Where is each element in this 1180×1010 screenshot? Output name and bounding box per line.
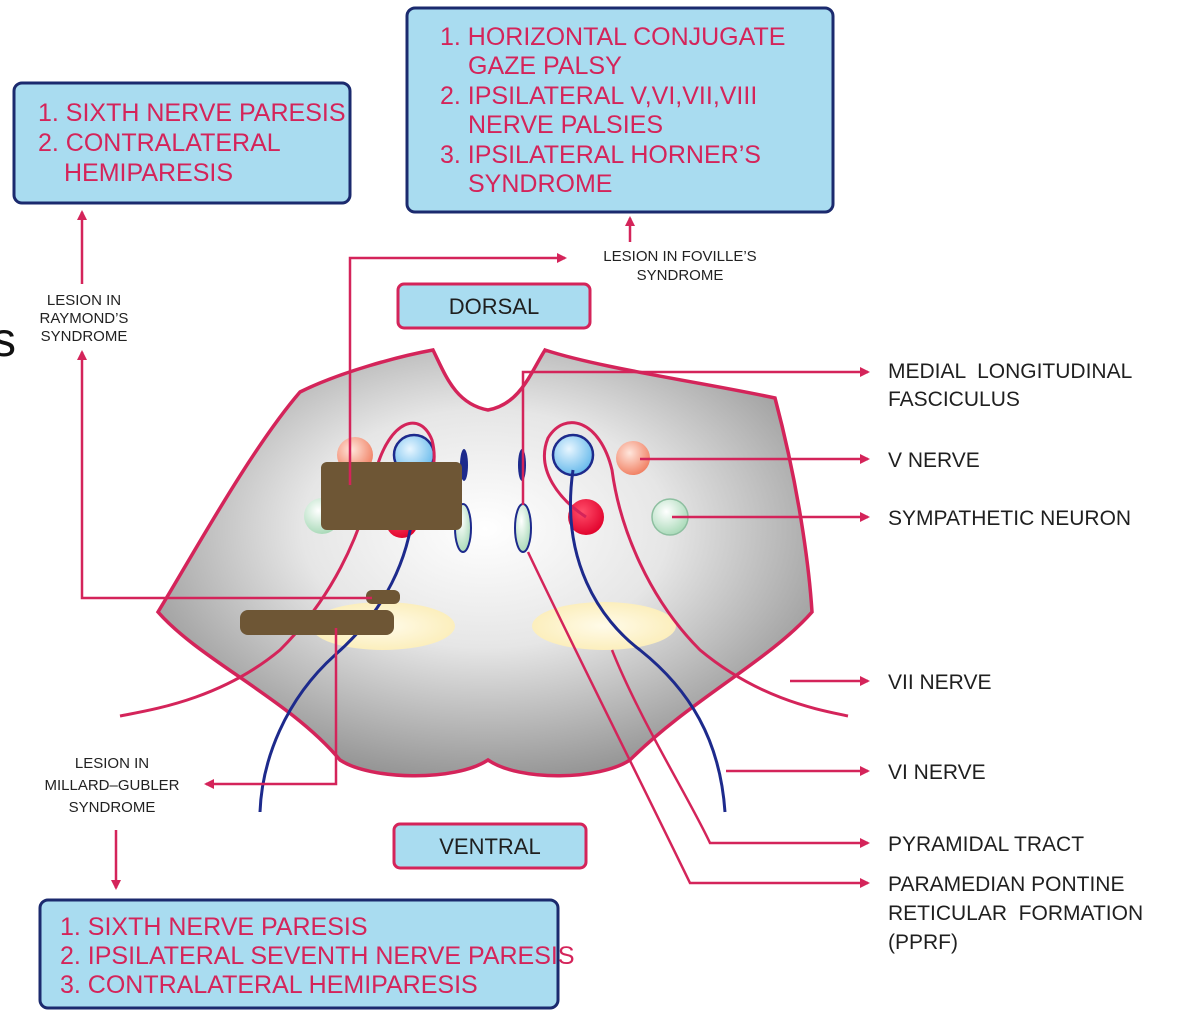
foville-box-line-5: 3. IPSILATERAL HORNER’S [440, 141, 761, 169]
foville-box-line-2: GAZE PALSY [468, 52, 622, 80]
raymond-box-line-3: HEMIPARESIS [64, 159, 233, 187]
raymond-box: 1. SIXTH NERVE PARESIS 2. CONTRALATERAL … [14, 83, 350, 203]
pyramid-right [532, 602, 676, 650]
millard-gubler-lesion [240, 610, 394, 635]
ventral-tag: VENTRAL [394, 824, 586, 868]
v-nerve-label: V NERVE [888, 449, 980, 472]
foville-box-line-3: 2. IPSILATERAL V,VI,VII,VIII [440, 82, 757, 110]
millard-box-line-3: 3. CONTRALATERAL HEMIPARESIS [60, 971, 478, 999]
cropped-glyph-lower: s [0, 314, 16, 367]
raymond-box-line-1: 1. SIXTH NERVE PARESIS [38, 99, 346, 127]
vii-nerve-label: VII NERVE [888, 671, 991, 694]
vi-nucleus-right [553, 435, 593, 475]
sympathetic-label: SYMPATHETIC NEURON [888, 507, 1131, 530]
vi-nerve-label: VI NERVE [888, 761, 986, 784]
millard-label-line-3: SYNDROME [69, 799, 156, 816]
dorsal-label: DORSAL [449, 294, 539, 319]
raymond-box-line-2: 2. CONTRALATERAL [38, 129, 281, 157]
millard-lesion-label: LESION IN MILLARD–GUBLER SYNDROME [44, 755, 179, 816]
raymond-label-line-2: RAYMOND’S [40, 310, 129, 327]
cropped-glyph-upper: l [0, 160, 1, 213]
raymond-label-line-1: LESION IN [47, 292, 121, 309]
foville-lesion [321, 462, 462, 530]
foville-label-line-1: LESION IN FOVILLE’S [603, 248, 756, 265]
mlf-right [515, 504, 531, 552]
pprf-label-line-3: (PPRF) [888, 931, 958, 954]
millard-label-line-2: MILLARD–GUBLER [44, 777, 179, 794]
pons-outline [158, 350, 812, 776]
pprf-label-line-1: PARAMEDIAN PONTINE [888, 873, 1124, 896]
raymond-label-line-3: SYNDROME [41, 328, 128, 345]
mlf-label-line-1: MEDIAL LONGITUDINAL [888, 360, 1132, 383]
millard-gubler-box: 1. SIXTH NERVE PARESIS 2. IPSILATERAL SE… [40, 900, 575, 1008]
raymond-lesion-label: LESION IN RAYMOND’S SYNDROME [40, 292, 129, 345]
millard-box-line-1: 1. SIXTH NERVE PARESIS [60, 913, 368, 941]
mlf-label-line-2: FASCICULUS [888, 388, 1020, 411]
pyramidal-label: PYRAMIDAL TRACT [888, 833, 1084, 856]
foville-box: 1. HORIZONTAL CONJUGATE GAZE PALSY 2. IP… [407, 8, 833, 212]
foville-lesion-label: LESION IN FOVILLE’S SYNDROME [603, 248, 756, 284]
ventral-label: VENTRAL [439, 834, 540, 859]
millard-box-line-2: 2. IPSILATERAL SEVENTH NERVE PARESIS [60, 942, 575, 970]
dorsal-tag: DORSAL [398, 284, 590, 328]
millard-label-line-1: LESION IN [75, 755, 149, 772]
foville-label-line-2: SYNDROME [637, 267, 724, 284]
foville-box-line-1: 1. HORIZONTAL CONJUGATE [440, 23, 785, 51]
pprf-label-line-2: RETICULAR FORMATION [888, 902, 1143, 925]
foville-box-line-4: NERVE PALSIES [468, 111, 663, 139]
foville-box-line-6: SYNDROME [468, 170, 612, 198]
